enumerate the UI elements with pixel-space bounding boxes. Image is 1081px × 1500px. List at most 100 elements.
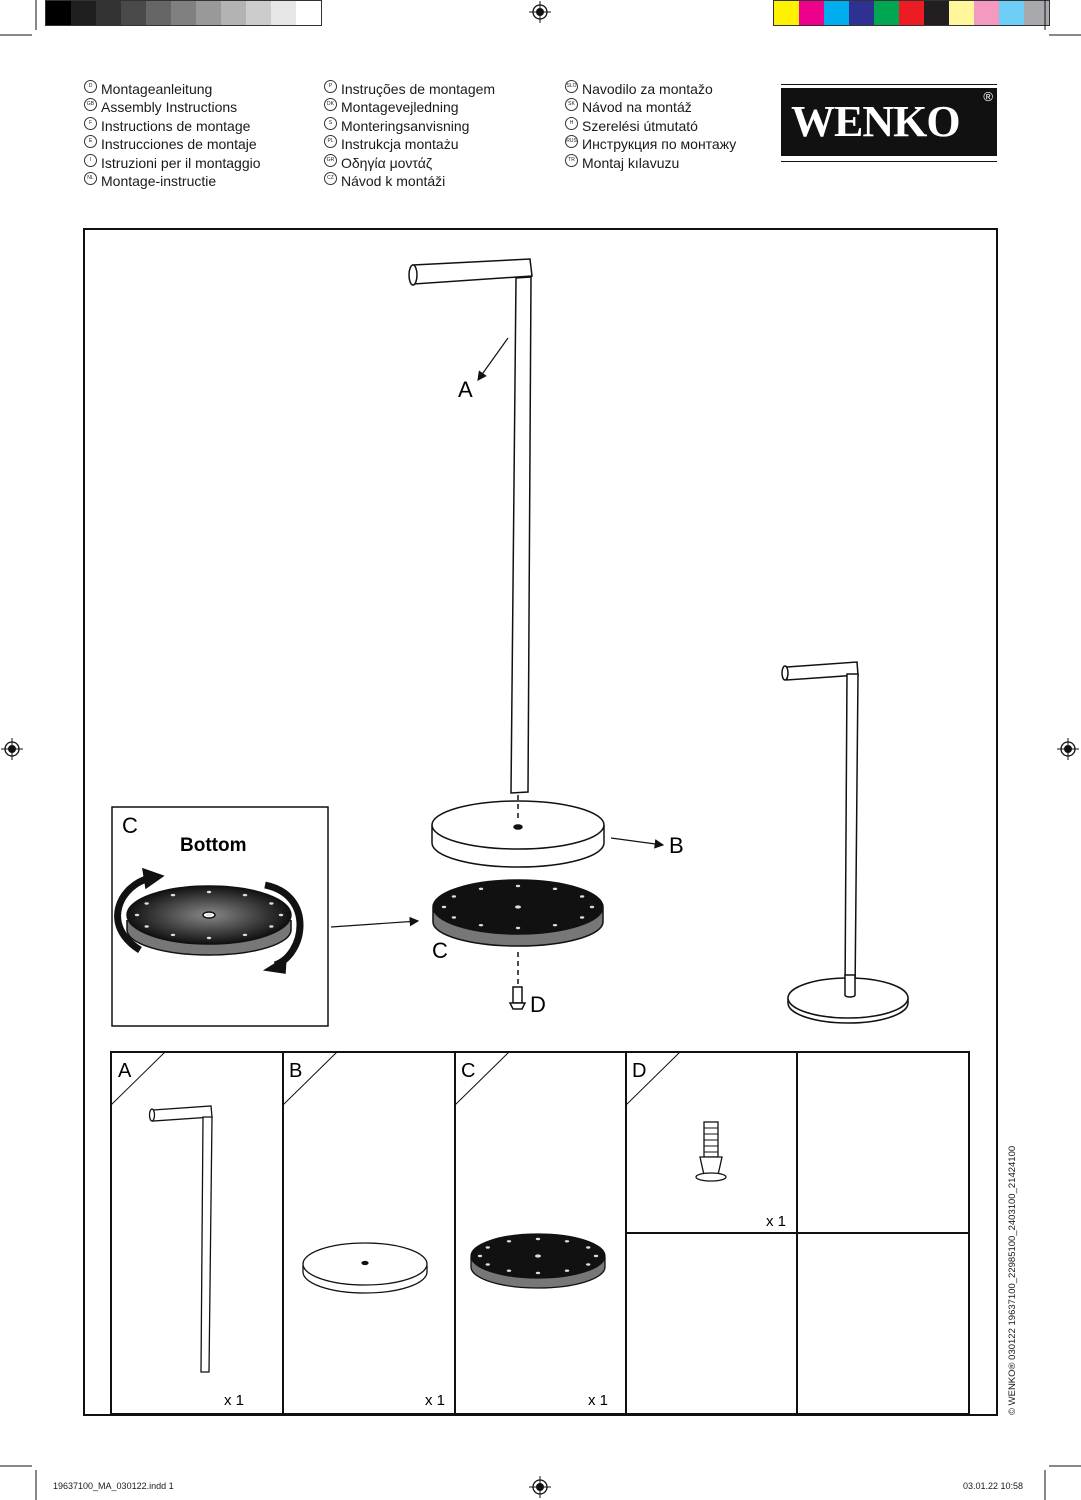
language-code-icon: I	[84, 153, 97, 167]
part-quantity: x 1	[425, 1392, 445, 1409]
language-code-icon: E	[84, 135, 97, 149]
color-swatch	[71, 1, 96, 25]
inset-title: Bottom	[180, 835, 246, 856]
language-label: Istruzioni per il montaggio	[101, 154, 261, 171]
wenko-logo: WENKO ®	[781, 84, 997, 162]
color-swatch	[196, 1, 221, 25]
disc-hole	[144, 925, 149, 928]
language-title: D Montageanleitung	[84, 80, 261, 98]
disc-hole	[144, 902, 149, 905]
language-code-icon: D	[84, 80, 97, 93]
color-swatch	[271, 1, 296, 25]
registration-mark-icon	[528, 1475, 552, 1499]
label-c: C	[432, 938, 448, 963]
language-title: H Szerelési útmutató	[565, 116, 736, 135]
footer-datetime: 03.01.22 10:58	[963, 1481, 1024, 1491]
registration-mark-icon	[1056, 737, 1080, 761]
grayscale-calibration-bar	[45, 0, 322, 26]
language-label: Montaj kılavuzu	[582, 154, 680, 171]
language-label: Návod k montáži	[341, 173, 446, 190]
color-swatch	[849, 1, 874, 25]
disc-hole	[242, 893, 248, 897]
disc-hole	[564, 1269, 570, 1272]
bottom-disc-c	[432, 879, 604, 947]
color-swatch	[46, 1, 71, 25]
color-swatch	[121, 1, 146, 25]
registration-mark-icon	[0, 737, 24, 761]
language-label: Instrucciones de montaje	[101, 136, 257, 153]
part-letter: B	[289, 1060, 302, 1082]
language-title: TR Montaj kılavuzu	[565, 153, 736, 172]
disc-hole	[515, 884, 521, 888]
language-title: F Instructions de montage	[84, 116, 261, 135]
language-code-icon: GR	[324, 153, 337, 167]
color-swatch	[171, 1, 196, 25]
language-label: Οδηγία μοντάζ	[341, 154, 433, 171]
disc-hole	[485, 1263, 490, 1266]
disc-hole	[535, 1237, 541, 1241]
language-label: Navodilo za montažo	[582, 81, 713, 97]
disc-hole	[478, 887, 484, 891]
color-swatch	[999, 1, 1024, 25]
part-quantity: x 1	[224, 1392, 244, 1409]
disc-hole	[506, 1269, 512, 1272]
language-title: I Istruzioni per il montaggio	[84, 153, 261, 172]
language-code-icon: NL	[84, 172, 97, 186]
disc-hole	[242, 933, 248, 937]
color-swatch	[146, 1, 171, 25]
language-label: Assembly Instructions	[101, 99, 238, 116]
registered-mark: ®	[983, 89, 993, 104]
color-swatch	[974, 1, 999, 25]
inset-letter: C	[122, 813, 138, 838]
registration-mark-icon	[528, 0, 552, 24]
disc-hole	[552, 923, 558, 927]
disc-hole	[278, 913, 284, 917]
color-swatch	[899, 1, 924, 25]
language-code-icon: P	[324, 80, 337, 93]
language-code-icon: SK	[565, 98, 578, 112]
disc-hole	[269, 925, 274, 928]
color-swatch	[96, 1, 121, 25]
label-b: B	[669, 833, 684, 858]
disc-center-hole	[206, 913, 212, 917]
color-swatch	[774, 1, 799, 25]
part-letter: A	[118, 1060, 132, 1082]
disc-hole	[206, 936, 212, 940]
color-swatch	[924, 1, 949, 25]
color-swatch	[949, 1, 974, 25]
part-quantity: x 1	[766, 1213, 786, 1230]
language-title: E Instrucciones de montaje	[84, 135, 261, 153]
language-label: Návod na montáž	[582, 99, 692, 116]
language-label: Instructions de montage	[101, 117, 251, 134]
language-label: Montageanleitung	[101, 81, 213, 97]
disc-hole	[506, 1240, 512, 1243]
color-swatch	[799, 1, 824, 25]
language-code-icon: F	[84, 116, 97, 130]
color-swatch	[246, 1, 271, 25]
disc-hole	[586, 1246, 591, 1249]
disc-hole	[134, 913, 140, 917]
language-label: Szerelési útmutató	[582, 117, 698, 134]
part-b-illustration	[302, 1242, 428, 1294]
base-plate-b	[431, 800, 605, 868]
arrow-b	[610, 837, 665, 849]
language-code-icon: TR	[565, 153, 578, 167]
arrow-a	[477, 337, 509, 381]
disc-hole	[478, 923, 484, 927]
language-code-icon: RUS	[565, 135, 578, 149]
disc-hole	[593, 1254, 599, 1258]
language-label: Montage-instructie	[101, 173, 217, 190]
color-swatch	[221, 1, 246, 25]
language-code-icon: H	[565, 116, 578, 130]
disc-hole	[451, 895, 457, 898]
label-d: D	[530, 992, 546, 1017]
language-title: NL Montage-instructie	[84, 172, 261, 190]
document-codes: © WENKO® 030122 19637100_22985100_240310…	[1007, 1145, 1018, 1415]
disc-hole	[515, 926, 521, 930]
